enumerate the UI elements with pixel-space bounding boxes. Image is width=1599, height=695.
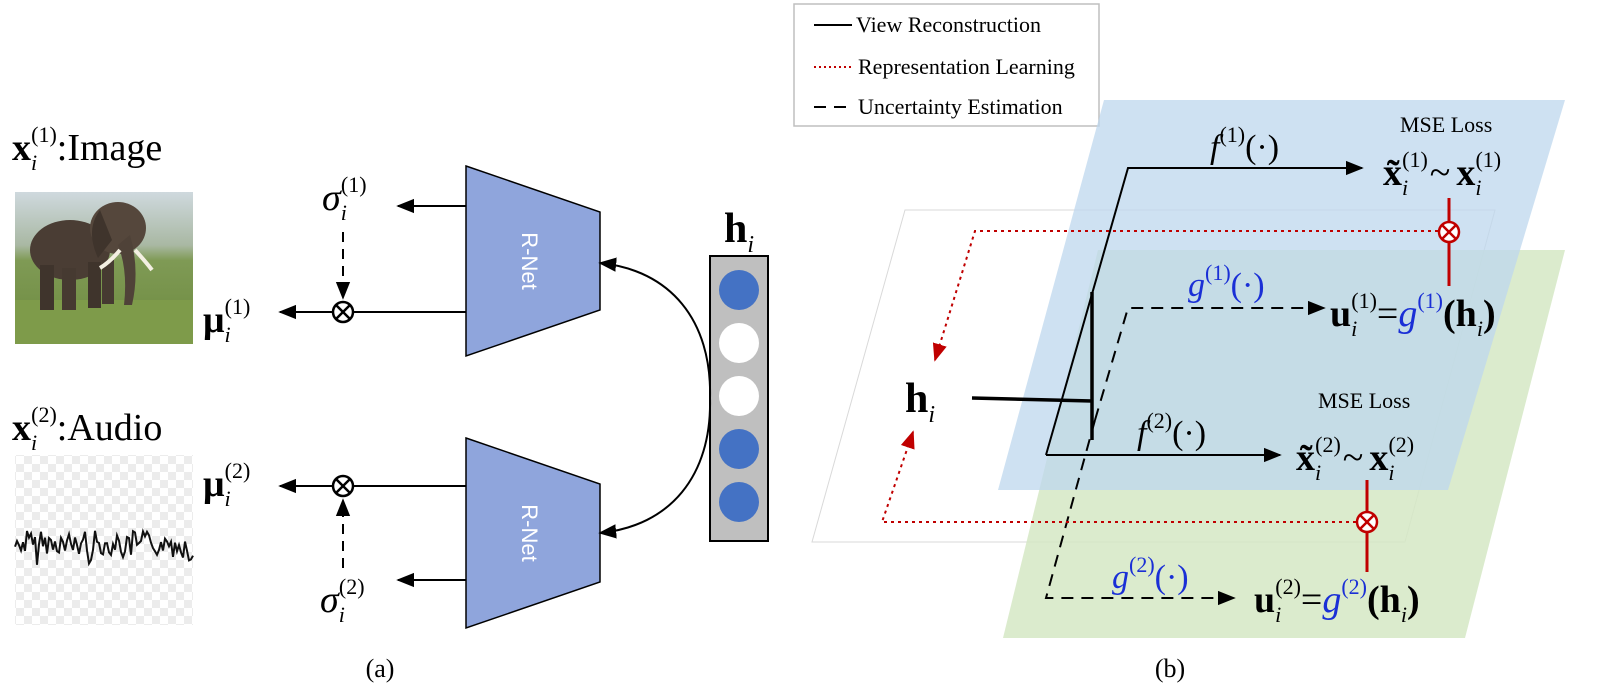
mse-loss-top: MSE Loss — [1400, 112, 1492, 137]
latent-h-label: hi — [724, 206, 754, 258]
latent-unit-filled — [719, 429, 759, 469]
legend-dashed-label: Uncertainty Estimation — [858, 94, 1063, 119]
sigma1-label: σi(1) — [322, 172, 367, 225]
reconstruction-1: x̃i(1)~xi(1) — [1383, 147, 1501, 200]
rnet-bottom-label: R-Net — [517, 504, 542, 561]
latent-to-rnet-bottom-arrow — [598, 397, 712, 539]
caption-b: (b) — [1155, 654, 1185, 683]
mse-loss-bottom: MSE Loss — [1318, 388, 1410, 413]
sigma2-label: σi(2) — [320, 574, 365, 627]
latent-units — [719, 270, 759, 522]
latent-unit-empty — [719, 376, 759, 416]
panel-a: xi(1):Image xi(2):Audio R-Ne — [12, 122, 769, 683]
legend: View Reconstruction Representation Learn… — [793, 3, 1100, 127]
rnet-top-shape — [465, 164, 601, 358]
latent-unit-filled — [719, 482, 759, 522]
circled-times-icon — [1437, 220, 1461, 244]
g2-label: g(2)(·) — [1112, 552, 1189, 596]
elephant-photo — [15, 192, 193, 344]
rnet-top-label: R-Net — [517, 232, 542, 289]
h-to-split — [971, 396, 1093, 403]
latent-unit-empty — [719, 323, 759, 363]
mu2-label: μi(2) — [203, 458, 250, 511]
legend-dotted-label: Representation Learning — [858, 54, 1075, 79]
uncertainty-1: ui(1)=g(1)(hi) — [1330, 288, 1496, 341]
circled-times-icon — [331, 474, 355, 498]
rep-learning-path-1 — [932, 230, 1438, 362]
audio-waveform — [14, 455, 194, 625]
audio-modality-label: xi(2):Audio — [12, 402, 162, 455]
panel-b: View Reconstruction Representation Learn… — [793, 3, 1565, 683]
g1-label: g(1)(·) — [1188, 260, 1265, 304]
f1-path — [1045, 160, 1364, 456]
uncertainty-2: ui(2)=g(2)(hi) — [1254, 574, 1420, 627]
center-h-label: hi — [905, 376, 935, 428]
circled-times-icon — [331, 300, 355, 324]
legend-solid-label: View Reconstruction — [856, 12, 1041, 37]
latent-unit-filled — [719, 270, 759, 310]
g1-path — [1094, 300, 1326, 421]
g2-path — [1044, 419, 1236, 606]
reconstruction-2: x̃i(2)~xi(2) — [1296, 432, 1414, 485]
circled-times-icon — [1355, 510, 1379, 534]
caption-a: (a) — [366, 654, 395, 683]
image-modality-label: xi(1):Image — [12, 122, 162, 175]
blue-plane — [998, 100, 1565, 490]
mu1-label: μi(1) — [203, 294, 250, 347]
latent-to-rnet-top-arrow — [598, 257, 712, 399]
rnet-bottom-shape — [465, 436, 601, 630]
